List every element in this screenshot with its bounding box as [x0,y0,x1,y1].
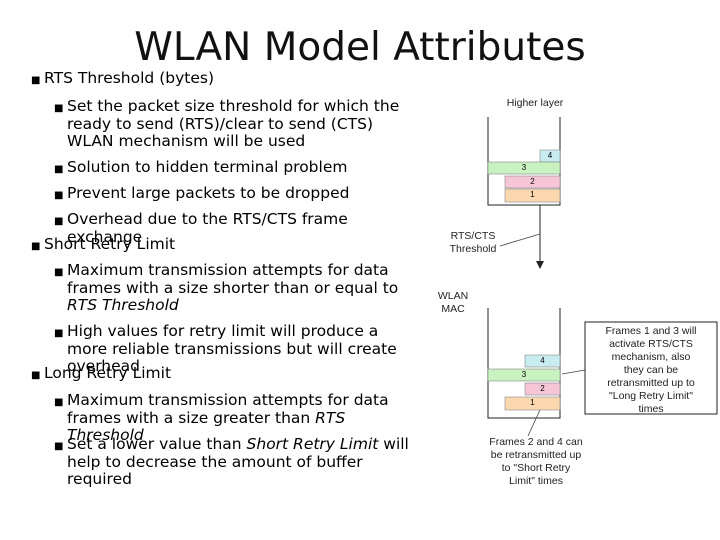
note-line: they can be [623,364,679,376]
lower-frame-4-label: 4 [540,356,545,365]
bullet-heading: Short Retry Limit [44,235,176,253]
bullet-marker-icon: ■ [54,397,64,408]
slide-title: WLAN Model Attributes [134,25,586,70]
note-line: "Long Retry Limit" [609,390,693,402]
note-line: retransmitted up to [607,377,695,389]
bullet-text: Set a lower value than [67,435,247,453]
lower-frame-4 [524,354,561,368]
note-bottom-pointer [527,409,541,437]
note-line: be retransmitted up [490,449,582,461]
bullet-long-retry: ■ Long Retry Limit [31,364,172,383]
bullet-text-italic: RTS Threshold [67,408,346,444]
lower-frame-3-label: 3 [521,370,527,379]
bullet-marker-icon: ■ [31,370,41,381]
upper-queue [487,117,561,206]
bullet-rts-item-4: ■ Overhead due to the RTS/CTS frame exch… [54,210,422,246]
rts-cts-label-line: RTS/CTS [450,230,496,242]
bullet-rts-item-2: ■ Solution to hidden terminal problem [54,158,422,177]
bullet-marker-icon: ■ [54,190,64,201]
bullet-text: Set the packet size threshold for which … [67,97,400,150]
bullet-marker-icon: ■ [31,241,41,252]
bullet-rts-item-3: ■ Prevent large packets to be dropped [54,184,422,203]
lower-frame-1-label: 1 [530,398,535,407]
wlan-label-line: WLAN [437,290,469,302]
bullet-long-item-1: ■ Maximum transmission attempts for data… [54,391,422,445]
bullet-heading: RTS Threshold (bytes) [44,69,214,87]
lower-frame-2-label: 2 [540,384,545,393]
note-line: Frames 1 and 3 will [605,325,697,337]
upper-frame-1-label: 1 [530,190,535,199]
wlan-mac-label: WLAN MAC [433,290,473,316]
bullet-text: Maximum transmission attempts for data f… [67,261,399,297]
bullet-marker-icon: ■ [54,328,64,339]
bullet-text-italic: RTS Threshold [67,296,179,314]
bullet-marker-icon: ■ [54,441,64,452]
bullet-text: Prevent large packets to be dropped [67,184,350,202]
rts-threshold-line [499,233,541,247]
note-right-text: Frames 1 and 3 will activate RTS/CTS mec… [585,325,717,416]
upper-frame-2 [504,175,561,189]
bullet-marker-icon: ■ [54,216,64,227]
higher-layer-label: Higher layer [506,97,564,109]
upper-frame-1 [504,188,561,203]
note-line: times [638,403,664,415]
bullet-marker-icon: ■ [31,75,41,86]
rts-cts-threshold-label: RTS/CTS Threshold [443,230,503,256]
bullet-rts-threshold: ■ RTS Threshold (bytes) [31,69,214,88]
note-right-pointer [561,369,586,375]
bullet-text: Maximum transmission attempts for data f… [67,391,389,427]
bullet-short-item-1: ■ Maximum transmission attempts for data… [54,261,422,315]
bullet-marker-icon: ■ [54,164,64,175]
upper-frame-3-label: 3 [521,163,527,172]
bullet-text: Overhead due to the RTS/CTS frame exchan… [67,210,348,246]
note-line: Limit" times [509,475,563,487]
lower-frame-2 [524,382,561,396]
bullet-text: will help to decrease the amount of buff… [67,435,409,488]
note-line: mechanism, also [611,351,691,363]
upper-frame-3 [487,161,561,175]
note-right-box [584,321,718,415]
bullet-short-item-2: ■ High values for retry limit will produ… [54,322,422,376]
note-bottom-text: Frames 2 and 4 can be retransmitted up t… [474,436,598,488]
bullet-marker-icon: ■ [54,103,64,114]
bullet-text: High values for retry limit will produce… [67,322,397,375]
bullet-long-item-2: ■ Set a lower value than Short Retry Lim… [54,435,422,489]
note-line: Frames 2 and 4 can [489,436,583,448]
upper-frame-4-label: 4 [547,151,553,160]
bullet-rts-item-1: ■ Set the packet size threshold for whic… [54,97,422,151]
note-line: to "Short Retry [501,462,571,474]
lower-frame-1 [504,396,561,411]
lower-queue [487,308,561,419]
bullet-short-retry: ■ Short Retry Limit [31,235,176,254]
bullet-heading: Long Retry Limit [44,364,172,382]
lower-frame-3 [487,368,561,382]
bullet-text-italic: Short Retry Limit [246,435,379,453]
mac-label-line: MAC [441,303,465,315]
bullet-marker-icon: ■ [54,267,64,278]
bullet-text: Solution to hidden terminal problem [67,158,348,176]
upper-frame-2-label: 2 [530,177,535,186]
threshold-label-line: Threshold [449,243,497,255]
note-line: activate RTS/CTS [609,338,693,350]
